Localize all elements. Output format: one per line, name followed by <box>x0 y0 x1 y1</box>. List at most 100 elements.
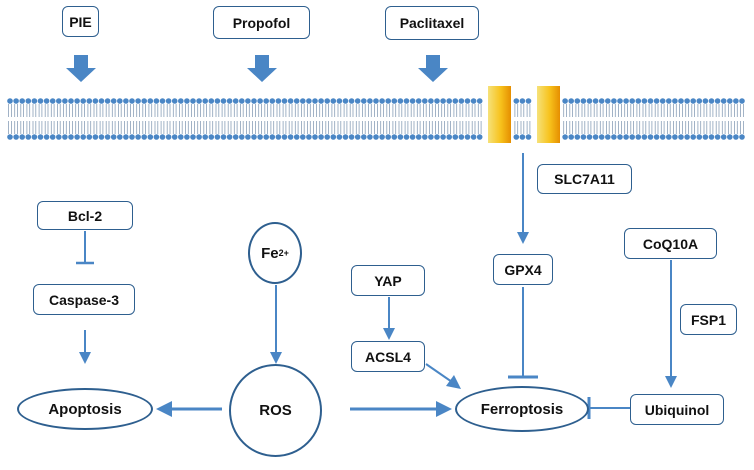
fsp1-box: FSP1 <box>680 304 737 335</box>
lipid-tail <box>197 121 201 134</box>
lipid-tail <box>44 104 49 117</box>
lipid-head <box>446 98 453 104</box>
lipid-head <box>422 98 428 104</box>
lipid-head <box>123 134 129 140</box>
lipid-tail <box>593 121 598 134</box>
lipid-head <box>666 98 672 104</box>
lipid-head <box>367 98 373 104</box>
lipid-tail <box>343 121 348 134</box>
lipid-tail <box>319 104 323 117</box>
lipid-head <box>415 134 422 140</box>
lipid-tail <box>319 121 323 134</box>
lipid-head <box>568 134 574 140</box>
lipid-tail <box>624 121 628 134</box>
lipid-head <box>367 134 373 140</box>
lipid-tail <box>618 104 622 117</box>
lipid-head <box>720 134 727 140</box>
fe-charge-label: 2+ <box>278 248 289 258</box>
lipid-head <box>354 98 361 104</box>
lipid-tail <box>630 104 634 117</box>
lipid-head <box>629 98 635 104</box>
lipid-tail <box>148 121 153 134</box>
lipid-head <box>318 134 324 140</box>
lipid-head <box>257 98 263 104</box>
lipid-head <box>129 134 135 140</box>
lipid-head <box>727 98 733 104</box>
lipid-tail <box>63 121 67 134</box>
lipid-head <box>690 98 696 104</box>
lipid-head <box>208 98 215 104</box>
lipid-tail <box>349 121 354 134</box>
lipid-tail <box>514 121 519 134</box>
lipid-tail <box>429 121 433 134</box>
lipid-tail <box>26 121 31 134</box>
lipid-tail <box>8 104 12 117</box>
lipid-head <box>361 134 367 140</box>
lipid-tail <box>569 121 573 134</box>
lipid-head <box>214 134 221 140</box>
lipid-tail <box>654 121 659 134</box>
lipid-tail <box>679 104 683 117</box>
lipid-head <box>403 134 410 140</box>
lipid-head <box>98 98 105 104</box>
lipid-tail <box>514 104 519 117</box>
lipid-tail <box>429 104 433 117</box>
lipid-tail <box>618 121 622 134</box>
slc7a11-channel-right <box>537 86 560 143</box>
lipid-tail <box>691 121 695 134</box>
lipid-tail <box>563 104 567 117</box>
lipid-head <box>476 134 483 140</box>
lipid-tail <box>624 104 628 117</box>
lipid-tail <box>728 121 732 134</box>
cell-membrane <box>7 98 745 140</box>
lipid-head <box>342 98 349 104</box>
lipid-head <box>202 134 208 140</box>
lipid-tail <box>50 121 55 134</box>
lipid-head <box>452 98 459 104</box>
lipid-tail <box>581 104 586 117</box>
propofol-block-arrow <box>247 55 277 82</box>
lipid-tail <box>246 121 250 134</box>
lipid-tail <box>276 121 281 134</box>
lipid-head <box>568 98 574 104</box>
lipid-head <box>519 134 526 140</box>
lipid-tail <box>435 121 439 134</box>
lipid-head <box>653 134 660 140</box>
lipid-head <box>49 134 56 140</box>
lipid-tail <box>313 121 317 134</box>
pie-box: PIE <box>62 6 99 37</box>
lipid-head <box>440 98 446 104</box>
lipid-head <box>104 98 111 104</box>
lipid-head <box>617 98 623 104</box>
slc7a11-channel-left <box>488 86 511 143</box>
lipid-head <box>611 98 617 104</box>
lipid-head <box>232 134 239 140</box>
lipid-tail <box>252 121 256 134</box>
lipid-tail <box>325 104 329 117</box>
lipid-head <box>245 98 251 104</box>
lipid-tail <box>20 104 24 117</box>
lipid-tail <box>728 104 732 117</box>
lipid-tail <box>270 104 275 117</box>
lipid-head <box>422 134 428 140</box>
lipid-tail <box>215 104 220 117</box>
lipid-head <box>269 134 276 140</box>
lipid-head <box>635 134 642 140</box>
lipid-tail <box>660 121 665 134</box>
lipid-tail <box>142 121 146 134</box>
lipid-tail <box>258 121 262 134</box>
lipid-tail <box>398 104 403 117</box>
lipid-tail <box>75 121 79 134</box>
lipid-head <box>739 134 745 140</box>
lipid-tail <box>301 104 305 117</box>
lipid-tail <box>191 104 195 117</box>
lipid-head <box>324 134 331 140</box>
lipid-tail <box>667 104 671 117</box>
lipid-head <box>708 134 715 140</box>
lipid-head <box>239 98 245 104</box>
lipid-tail <box>209 104 214 117</box>
lipid-tail <box>32 121 37 134</box>
lipid-head <box>623 134 629 140</box>
acsl4-to-ferroptosis-arrow <box>425 363 453 383</box>
lipid-tail <box>221 104 226 117</box>
